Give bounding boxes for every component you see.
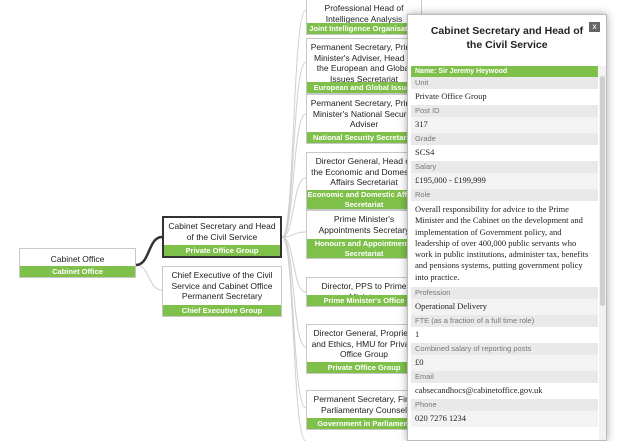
node-title: Cabinet Office <box>50 254 105 264</box>
node-unit: National Security Secretariat <box>307 132 421 143</box>
link-sec-parliament <box>281 236 307 409</box>
org-node-intelligence-analysis[interactable]: Professional Head of Intelligence Analys… <box>306 0 422 35</box>
node-title: Permanent Secretary, First Parliamentary… <box>313 394 415 415</box>
field-label-salary: Salary <box>411 161 598 173</box>
org-node-european-global[interactable]: Permanent Secretary, Prime Minister's Ad… <box>306 38 422 94</box>
org-node-propriety-ethics[interactable]: Director General, Propriety and Ethics, … <box>306 324 422 374</box>
node-unit: Private Office Group <box>307 362 421 373</box>
popup-title: Cabinet Secretary and Head of the Civil … <box>430 25 584 51</box>
org-node-cabinet-office[interactable]: Cabinet Office Cabinet Office <box>19 248 136 278</box>
node-unit: Chief Executive Group <box>163 305 281 316</box>
link-sec-offscreen <box>281 236 307 441</box>
field-value-role: Overall responsibility for advice to the… <box>415 204 589 282</box>
node-title: Permanent Secretary, Prime Minister's Ad… <box>310 42 418 84</box>
node-title: Professional Head of Intelligence Analys… <box>324 3 404 24</box>
field-value-combined-salary: £0 <box>411 355 598 372</box>
field-value-email: cabsecandhocs@cabinetoffice.gov.uk <box>415 385 543 396</box>
node-unit: Honours and Appointments Secretariat <box>307 239 421 258</box>
field-value-fte: 1 <box>415 329 420 340</box>
field-label-profession: Profession <box>411 287 598 300</box>
field-label-role: Role <box>411 189 598 201</box>
org-node-national-security[interactable]: Permanent Secretary, Prime Minister's Na… <box>306 94 422 144</box>
field-label-post-id: Post ID <box>411 105 598 117</box>
node-unit: Private Office Group <box>164 245 280 256</box>
org-node-economic-domestic[interactable]: Director General, Head of the Economic a… <box>306 152 422 210</box>
link-sec-eda <box>281 177 307 238</box>
node-unit: Government in Parliament <box>307 418 421 429</box>
field-value-grade: SCS4 <box>415 147 435 157</box>
link-sec-jio <box>281 9 307 238</box>
field-label-combined-salary: Combined salary of reporting posts <box>411 343 598 356</box>
node-title: Permanent Secretary, Prime Minister's Na… <box>310 98 418 129</box>
scrollbar-thumb[interactable] <box>600 76 605 306</box>
person-name: Name: Sir Jeremy Heywood <box>411 66 598 77</box>
field-label-email: Email <box>411 371 598 384</box>
org-node-chief-executive[interactable]: Chief Executive of the Civil Service and… <box>162 266 282 317</box>
field-value-post-id: 317 <box>411 117 598 133</box>
field-label-grade: Grade <box>411 133 598 145</box>
link-sec-egi <box>281 61 307 238</box>
node-title: Director General, Head of the Economic a… <box>311 156 417 187</box>
org-node-appointments[interactable]: Prime Minister's Appointments Secretary … <box>306 210 422 259</box>
link-sec-propriety <box>281 236 307 348</box>
field-label-fte: FTE (as a fraction of a full time role) <box>411 315 598 328</box>
popup-fields: Name: Sir Jeremy Heywood Unit Private Of… <box>411 66 598 428</box>
close-icon[interactable]: x <box>589 22 600 32</box>
node-unit: Cabinet Office <box>20 266 135 277</box>
field-value-unit: Private Office Group <box>415 91 487 101</box>
popup-scrollbar[interactable] <box>599 66 606 440</box>
node-unit: Prime Minister's Office <box>307 295 421 306</box>
org-node-parliamentary-counsel[interactable]: Permanent Secretary, First Parliamentary… <box>306 390 422 430</box>
node-title: Chief Executive of the Civil Service and… <box>171 270 273 301</box>
field-value-profession: Operational Delivery <box>411 299 598 316</box>
node-title: Director General, Propriety and Ethics, … <box>311 328 417 359</box>
link-root-secretary <box>135 235 163 267</box>
link-sec-honours <box>281 231 307 238</box>
link-sec-nss <box>281 113 307 238</box>
field-value-phone: 020 7276 1234 <box>411 411 598 428</box>
field-label-phone: Phone <box>411 399 598 412</box>
link-root-chief <box>135 264 163 291</box>
node-title: Prime Minister's Appointments Secretary <box>318 214 410 235</box>
node-title: Cabinet Secretary and Head of the Civil … <box>168 221 276 242</box>
link-sec-pmo <box>281 236 307 293</box>
post-details-popup: x Cabinet Secretary and Head of the Civi… <box>407 14 607 441</box>
node-unit: European and Global Issues <box>307 82 421 93</box>
org-node-pps[interactable]: Director, PPS to Prime Minister Prime Mi… <box>306 277 422 307</box>
field-label-unit: Unit <box>411 77 598 89</box>
node-unit: Joint Intelligence Organisation <box>307 23 421 34</box>
node-unit: Economic and Domestic Affairs Secretaria… <box>307 190 421 209</box>
field-value-salary: £195,000 - £199,999 <box>411 173 598 189</box>
org-node-cabinet-secretary[interactable]: Cabinet Secretary and Head of the Civil … <box>162 216 282 258</box>
